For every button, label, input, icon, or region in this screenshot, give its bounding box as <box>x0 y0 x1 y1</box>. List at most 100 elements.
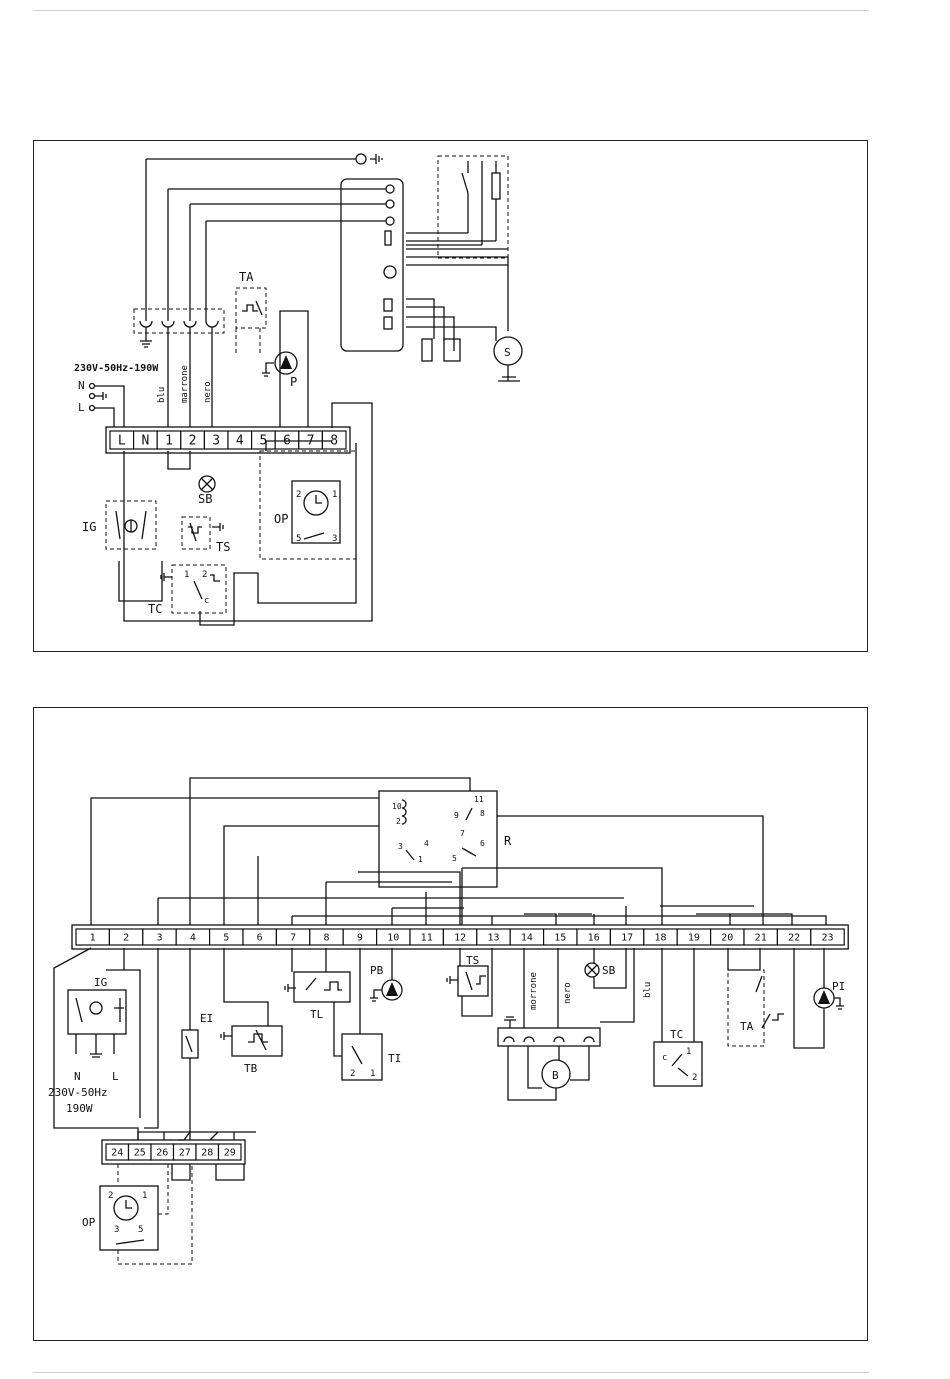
wiring-diagram-1: S TA P 230V-50Hz-190W N L blu marrone ne… <box>33 140 868 652</box>
ts-label: TS <box>466 954 479 967</box>
tl-box <box>294 972 350 1002</box>
igniter-box <box>438 156 508 258</box>
relay-pin-4: 4 <box>424 839 429 848</box>
op-pin-3: 3 <box>332 534 337 544</box>
pi-wires <box>794 948 844 1048</box>
ti-pin-2: 2 <box>350 1069 355 1079</box>
ig-label: IG <box>82 520 96 534</box>
terminal-label: L <box>118 434 126 449</box>
igniter-resistor <box>492 173 500 199</box>
terminal-label: 16 <box>588 933 600 944</box>
terminal-label: 5 <box>223 933 229 944</box>
bottom-rule <box>33 1372 869 1373</box>
ei-box <box>182 1030 198 1058</box>
ts-box <box>458 966 488 996</box>
ts-contact <box>188 523 202 541</box>
b-connector <box>498 1028 600 1046</box>
solenoid-valve <box>422 339 432 361</box>
ta-wires <box>728 948 762 992</box>
ti-contact <box>352 948 362 1064</box>
ta-label: TA <box>239 270 254 284</box>
ta-dashed-leads <box>236 328 260 356</box>
clock-hands <box>126 1200 132 1208</box>
nl-label-l: L <box>112 1070 119 1083</box>
wire-label-blu: blu <box>157 387 167 403</box>
terminal-strip-1: LN12345678 <box>106 427 350 453</box>
tc-pin-2: 2 <box>692 1073 697 1083</box>
b-label: B <box>552 1069 559 1082</box>
tb-wires <box>144 948 268 1128</box>
relay-pin-2: 2 <box>396 817 401 826</box>
igniter-switch <box>462 161 468 233</box>
ig-label: IG <box>94 976 107 989</box>
line-label-l: L <box>78 401 85 414</box>
op-dashed-leads <box>118 1164 192 1264</box>
terminal-label: 27 <box>179 1148 191 1159</box>
sb-label: SB <box>602 964 616 977</box>
supply-label: 230V-50Hz-190W <box>74 363 159 374</box>
pi-pump-arrow <box>818 990 830 1004</box>
sb-wire <box>168 451 190 469</box>
op-label: OP <box>82 1216 96 1229</box>
relay-pin-6: 6 <box>480 839 485 848</box>
relay-pin-10: 10 <box>392 802 402 811</box>
relay-pin-7: 7 <box>460 829 465 838</box>
ta-box <box>236 288 266 328</box>
n-terminal <box>90 384 95 389</box>
relay-pin-8: 8 <box>480 809 485 818</box>
terminal-label: 25 <box>134 1148 146 1159</box>
tc-pin-1: 1 <box>686 1047 691 1057</box>
l-terminal <box>90 406 95 411</box>
tc-label: TC <box>148 602 162 616</box>
ig-box <box>68 990 126 1034</box>
terminal-label: 14 <box>521 933 533 944</box>
terminal-label: 11 <box>421 933 433 944</box>
lower-strip-bridges <box>172 1164 244 1180</box>
terminal-label: 15 <box>554 933 566 944</box>
terminal-label: 1 <box>165 434 173 449</box>
b-earth <box>504 1017 516 1028</box>
tb-contact <box>221 1030 268 1050</box>
op-label: OP <box>274 512 288 526</box>
terminal-label: 4 <box>190 933 196 944</box>
b-sockets <box>504 1037 594 1042</box>
tc-contact <box>161 573 220 599</box>
ig-contacts <box>76 998 124 1022</box>
relay-pin-9: 9 <box>454 811 459 820</box>
lower-strip-wiring <box>138 1132 256 1140</box>
wire-label-nero: nero <box>563 982 573 1004</box>
terminal-label: 6 <box>257 933 263 944</box>
pb-label: PB <box>370 964 384 977</box>
op-pin-3: 3 <box>114 1225 119 1235</box>
terminal-strip-3: 242526272829 <box>102 1140 245 1164</box>
op-pin-2: 2 <box>108 1191 113 1201</box>
wire-label-marrone: marrone <box>180 365 190 403</box>
pump-label: P <box>290 375 297 389</box>
wiring-diagram-2: R 10 2 3 4 1 9 11 8 7 6 5 12345678910111… <box>33 707 868 1341</box>
terminal-label: 22 <box>788 933 800 944</box>
terminal-label: 28 <box>201 1148 213 1159</box>
ts-earth <box>212 523 223 531</box>
terminal-label: 7 <box>290 933 296 944</box>
terminal-label: 26 <box>156 1148 168 1159</box>
terminal-label: 4 <box>236 434 244 449</box>
relay-pin-11: 11 <box>474 795 484 804</box>
ts-label: TS <box>216 540 230 554</box>
tc-pin-2: 2 <box>202 570 207 580</box>
earth-screw <box>356 154 366 164</box>
ti-pin-1: 1 <box>370 1069 375 1079</box>
ts-contact <box>466 972 486 990</box>
terminal-label: 1 <box>90 933 96 944</box>
earth-wire <box>146 159 356 321</box>
op-pin-5: 5 <box>138 1225 143 1235</box>
ei-contact <box>186 1036 192 1052</box>
terminal-label: 20 <box>721 933 733 944</box>
terminal-label: 12 <box>454 933 466 944</box>
pump-wires <box>280 311 308 428</box>
ta-contact <box>762 1014 784 1028</box>
relay-pin-3: 3 <box>398 842 403 851</box>
ti-label: TI <box>388 1052 401 1065</box>
ta-box <box>728 970 764 1046</box>
wire-label-nero: nero <box>203 381 213 403</box>
